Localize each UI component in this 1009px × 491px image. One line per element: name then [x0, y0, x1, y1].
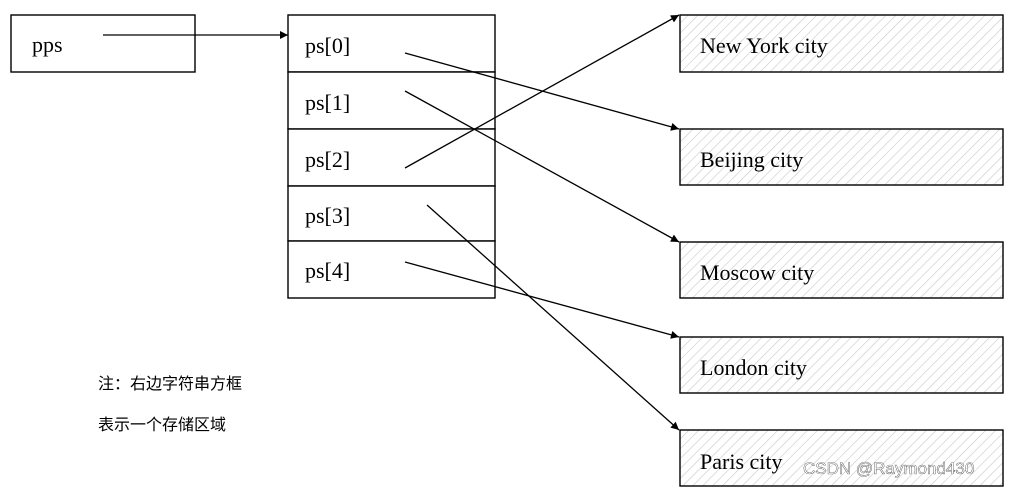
string-label: London city	[700, 355, 807, 380]
note: 注：右边字符串方框 表示一个存储区域	[98, 374, 242, 434]
array-cell-0	[287, 14, 496, 73]
pps-box: pps	[10, 14, 196, 73]
note-line-2: 表示一个存储区域	[98, 415, 226, 434]
watermark: CSDN @Raymond430	[803, 459, 974, 478]
pointer-arrows	[103, 14, 680, 431]
string-label: New York city	[700, 33, 828, 58]
array-cell-label: ps[3]	[305, 203, 350, 228]
array-cell-1	[287, 71, 496, 130]
pointer-array: ps[0] ps[1] ps[2] ps[3] ps[4]	[287, 14, 496, 299]
string-box-paris	[679, 429, 1004, 487]
arrow-ps2-to-new-york	[404, 14, 680, 169]
string-box-beijing	[679, 128, 1004, 186]
string-box-moscow	[679, 241, 1004, 299]
string-box-london	[679, 336, 1004, 394]
pps-label: pps	[32, 32, 63, 57]
array-cell-label: ps[0]	[305, 33, 350, 58]
note-line-1: 注：右边字符串方框	[98, 374, 242, 393]
array-cell-4	[287, 240, 496, 299]
array-cell-label: ps[4]	[305, 258, 350, 283]
string-box-new-york	[679, 14, 1004, 73]
string-label: Paris city	[700, 449, 783, 474]
array-cell-label: ps[2]	[305, 147, 350, 172]
array-cell-label: ps[1]	[305, 90, 350, 115]
arrow-ps4-to-london	[404, 261, 680, 339]
string-label: Moscow city	[700, 260, 814, 285]
arrow-ps1-to-moscow	[404, 90, 680, 243]
arrow-ps3-to-paris	[426, 204, 680, 431]
string-label: Beijing city	[700, 147, 803, 172]
string-boxes: New York city Beijing city Moscow city L…	[679, 14, 1004, 487]
array-cell-2	[287, 128, 496, 187]
